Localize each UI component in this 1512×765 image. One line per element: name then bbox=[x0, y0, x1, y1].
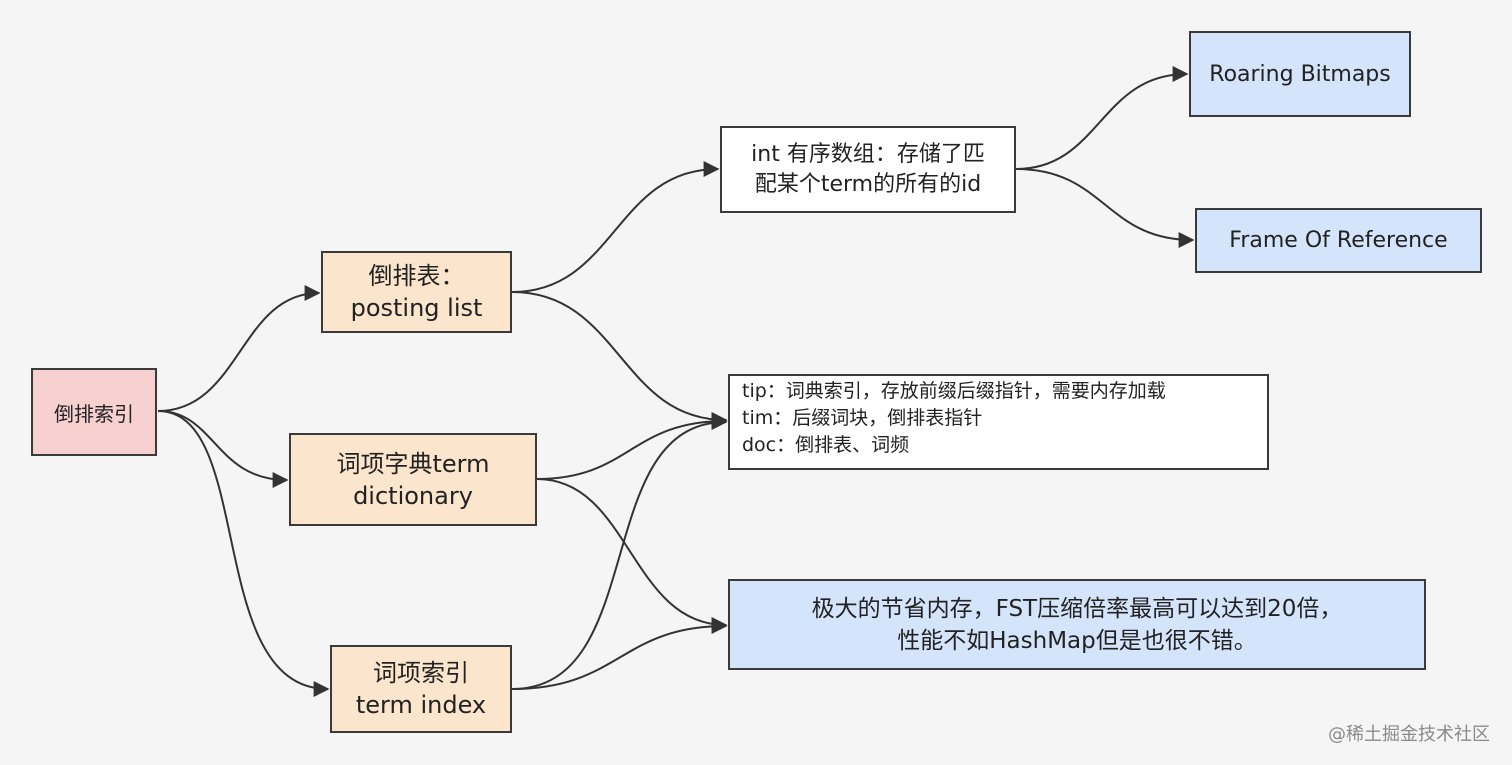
node-frame-of-reference: Frame Of Reference bbox=[1195, 208, 1482, 273]
node-term-dictionary: 词项字典term dictionary bbox=[289, 433, 537, 526]
node-fst-note: 极大的节省内存，FST压缩倍率最高可以达到20倍， 性能不如HashMap但是也… bbox=[728, 579, 1426, 670]
node-term-dictionary-label: 词项字典term dictionary bbox=[336, 449, 490, 510]
node-fst-note-label: 极大的节省内存，FST压缩倍率最高可以达到20倍， 性能不如HashMap但是也… bbox=[811, 595, 1343, 654]
edge-posting-list-to-tip bbox=[511, 291, 728, 428]
edge-term-index-to-tip bbox=[511, 414, 728, 690]
node-tip-tim-doc: tip：词典索引，存放前缀后缀指针，需要内存加载 tim：后缀词块，倒排表指针 … bbox=[728, 374, 1269, 470]
node-roaring-bitmaps: Roaring Bitmaps bbox=[1189, 31, 1411, 117]
node-inverted-index-label: 倒排索引 bbox=[54, 401, 134, 426]
edge-term-index-to-fst bbox=[511, 618, 728, 690]
edge-int-array-to-roaring bbox=[1015, 66, 1189, 170]
watermark: @稀土掘金技术社区 bbox=[1328, 724, 1490, 745]
node-inverted-index: 倒排索引 bbox=[31, 368, 157, 456]
node-posting-list: 倒排表： posting list bbox=[321, 251, 512, 333]
node-term-index: 词项索引 term index bbox=[330, 645, 512, 733]
node-frame-of-reference-label: Frame Of Reference bbox=[1229, 228, 1448, 253]
edge-term-dictionary-to-tip bbox=[536, 413, 728, 480]
node-int-sorted-array: int 有序数组：存储了匹 配某个term的所有的id bbox=[720, 126, 1016, 213]
edge-root-to-posting-list bbox=[157, 285, 321, 412]
node-tip-tim-doc-label: tip：词典索引，存放前缀后缀指针，需要内存加载 tim：后缀词块，倒排表指针 … bbox=[742, 380, 1166, 456]
node-posting-list-label: 倒排表： posting list bbox=[350, 262, 483, 322]
edge-term-dictionary-to-fst bbox=[536, 478, 728, 633]
node-roaring-bitmaps-label: Roaring Bitmaps bbox=[1209, 61, 1391, 87]
edge-root-to-term-dictionary bbox=[157, 410, 289, 488]
node-int-sorted-array-label: int 有序数组：存储了匹 配某个term的所有的id bbox=[751, 141, 985, 197]
edge-int-array-to-frame bbox=[1015, 168, 1195, 248]
node-term-index-label: 词项索引 term index bbox=[355, 659, 487, 719]
edge-posting-list-to-int-array bbox=[511, 161, 720, 293]
